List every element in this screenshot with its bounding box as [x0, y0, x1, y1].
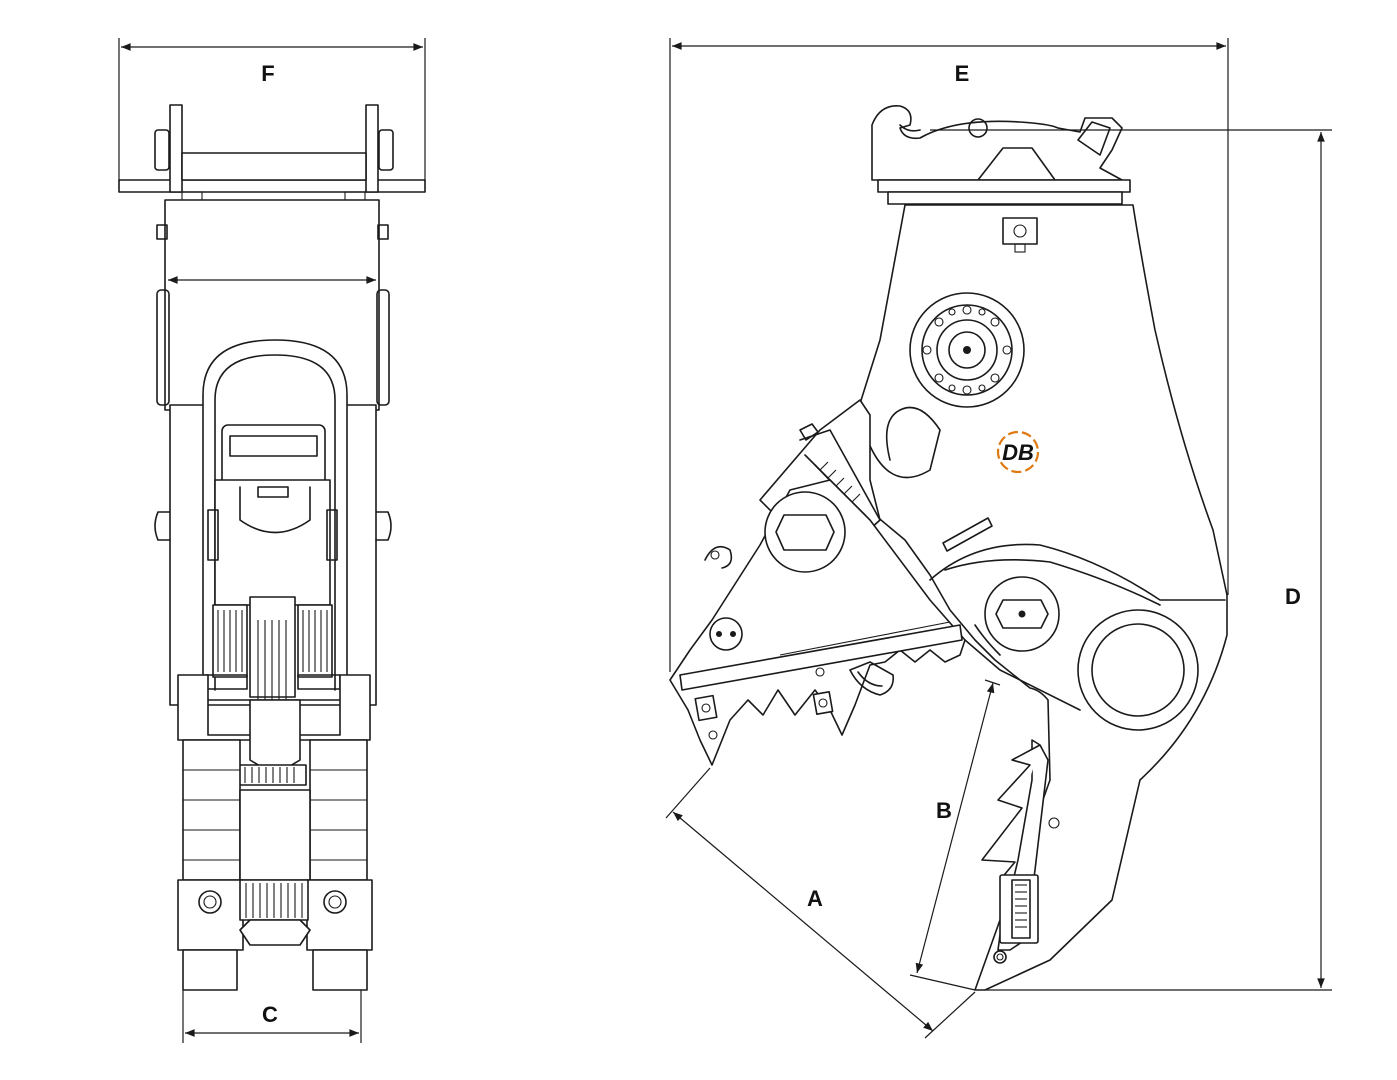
- jaw-fins: [204, 596, 341, 730]
- dimension-e: E: [669, 38, 1229, 672]
- dimension-a: A: [665, 767, 976, 1039]
- logo-text: DB: [1002, 440, 1034, 465]
- dimension-c: C: [182, 990, 362, 1043]
- label-d: D: [1285, 584, 1301, 609]
- label-b: B: [936, 798, 952, 823]
- label-f: F: [261, 61, 274, 86]
- front-view-drawing: [118, 104, 426, 991]
- label-e: E: [955, 61, 970, 86]
- brand-logo-icon: DB: [996, 430, 1040, 474]
- side-view-drawing: DB: [669, 105, 1228, 991]
- dimension-b: B: [909, 679, 1001, 991]
- dimension-d: D: [930, 129, 1332, 991]
- label-a: A: [807, 886, 823, 911]
- dimension-f: F: [118, 38, 426, 182]
- label-c: C: [262, 1002, 278, 1027]
- bolt-circle-icon: [909, 292, 1025, 408]
